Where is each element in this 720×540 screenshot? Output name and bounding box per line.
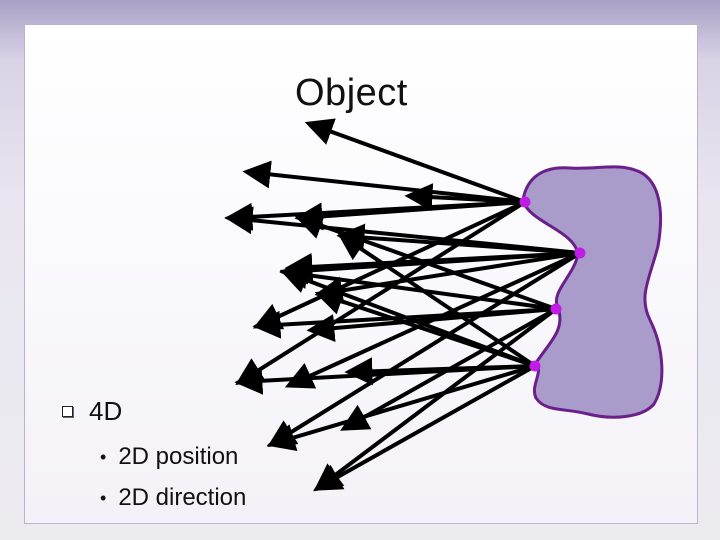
light-ray-2 [242, 160, 526, 204]
object-shape [521, 165, 664, 419]
hollow-square-bullet-icon [62, 405, 73, 417]
light-ray-10 [284, 251, 581, 281]
round-dot-bullet-icon: • [100, 487, 107, 508]
light-ray-24 [266, 364, 536, 452]
bullet-4d: 4D [62, 394, 122, 428]
light-ray-13 [267, 251, 582, 447]
surface-point-3 [550, 303, 562, 315]
light-ray-14 [224, 206, 581, 255]
light-ray-7 [235, 200, 527, 385]
sub-bullet-position-label: 2D position [118, 442, 239, 470]
sub-bullet-position: • 2D position [100, 436, 246, 477]
light-ray-5 [294, 200, 526, 231]
light-ray-1 [304, 118, 526, 204]
surface-point-4 [529, 360, 541, 372]
light-ray-4 [404, 183, 526, 212]
light-ray-25 [313, 364, 536, 491]
ray-group [224, 118, 582, 492]
light-ray-19 [313, 307, 558, 492]
sub-bullet-list: • 2D position • 2D direction [100, 436, 246, 518]
slide-title: Object [295, 72, 408, 114]
light-ray-11 [314, 251, 581, 305]
light-ray-26 [279, 266, 536, 368]
light-ray-21 [337, 232, 537, 368]
light-ray-27 [344, 357, 536, 386]
round-dot-bullet-icon: • [100, 446, 107, 467]
bullet-4d-label: 4D [89, 395, 123, 426]
sub-bullet-direction: • 2D direction [100, 477, 246, 518]
surface-point-1 [519, 196, 531, 208]
sub-bullet-direction-label: 2D direction [118, 483, 247, 511]
surface-point-2 [574, 247, 586, 259]
